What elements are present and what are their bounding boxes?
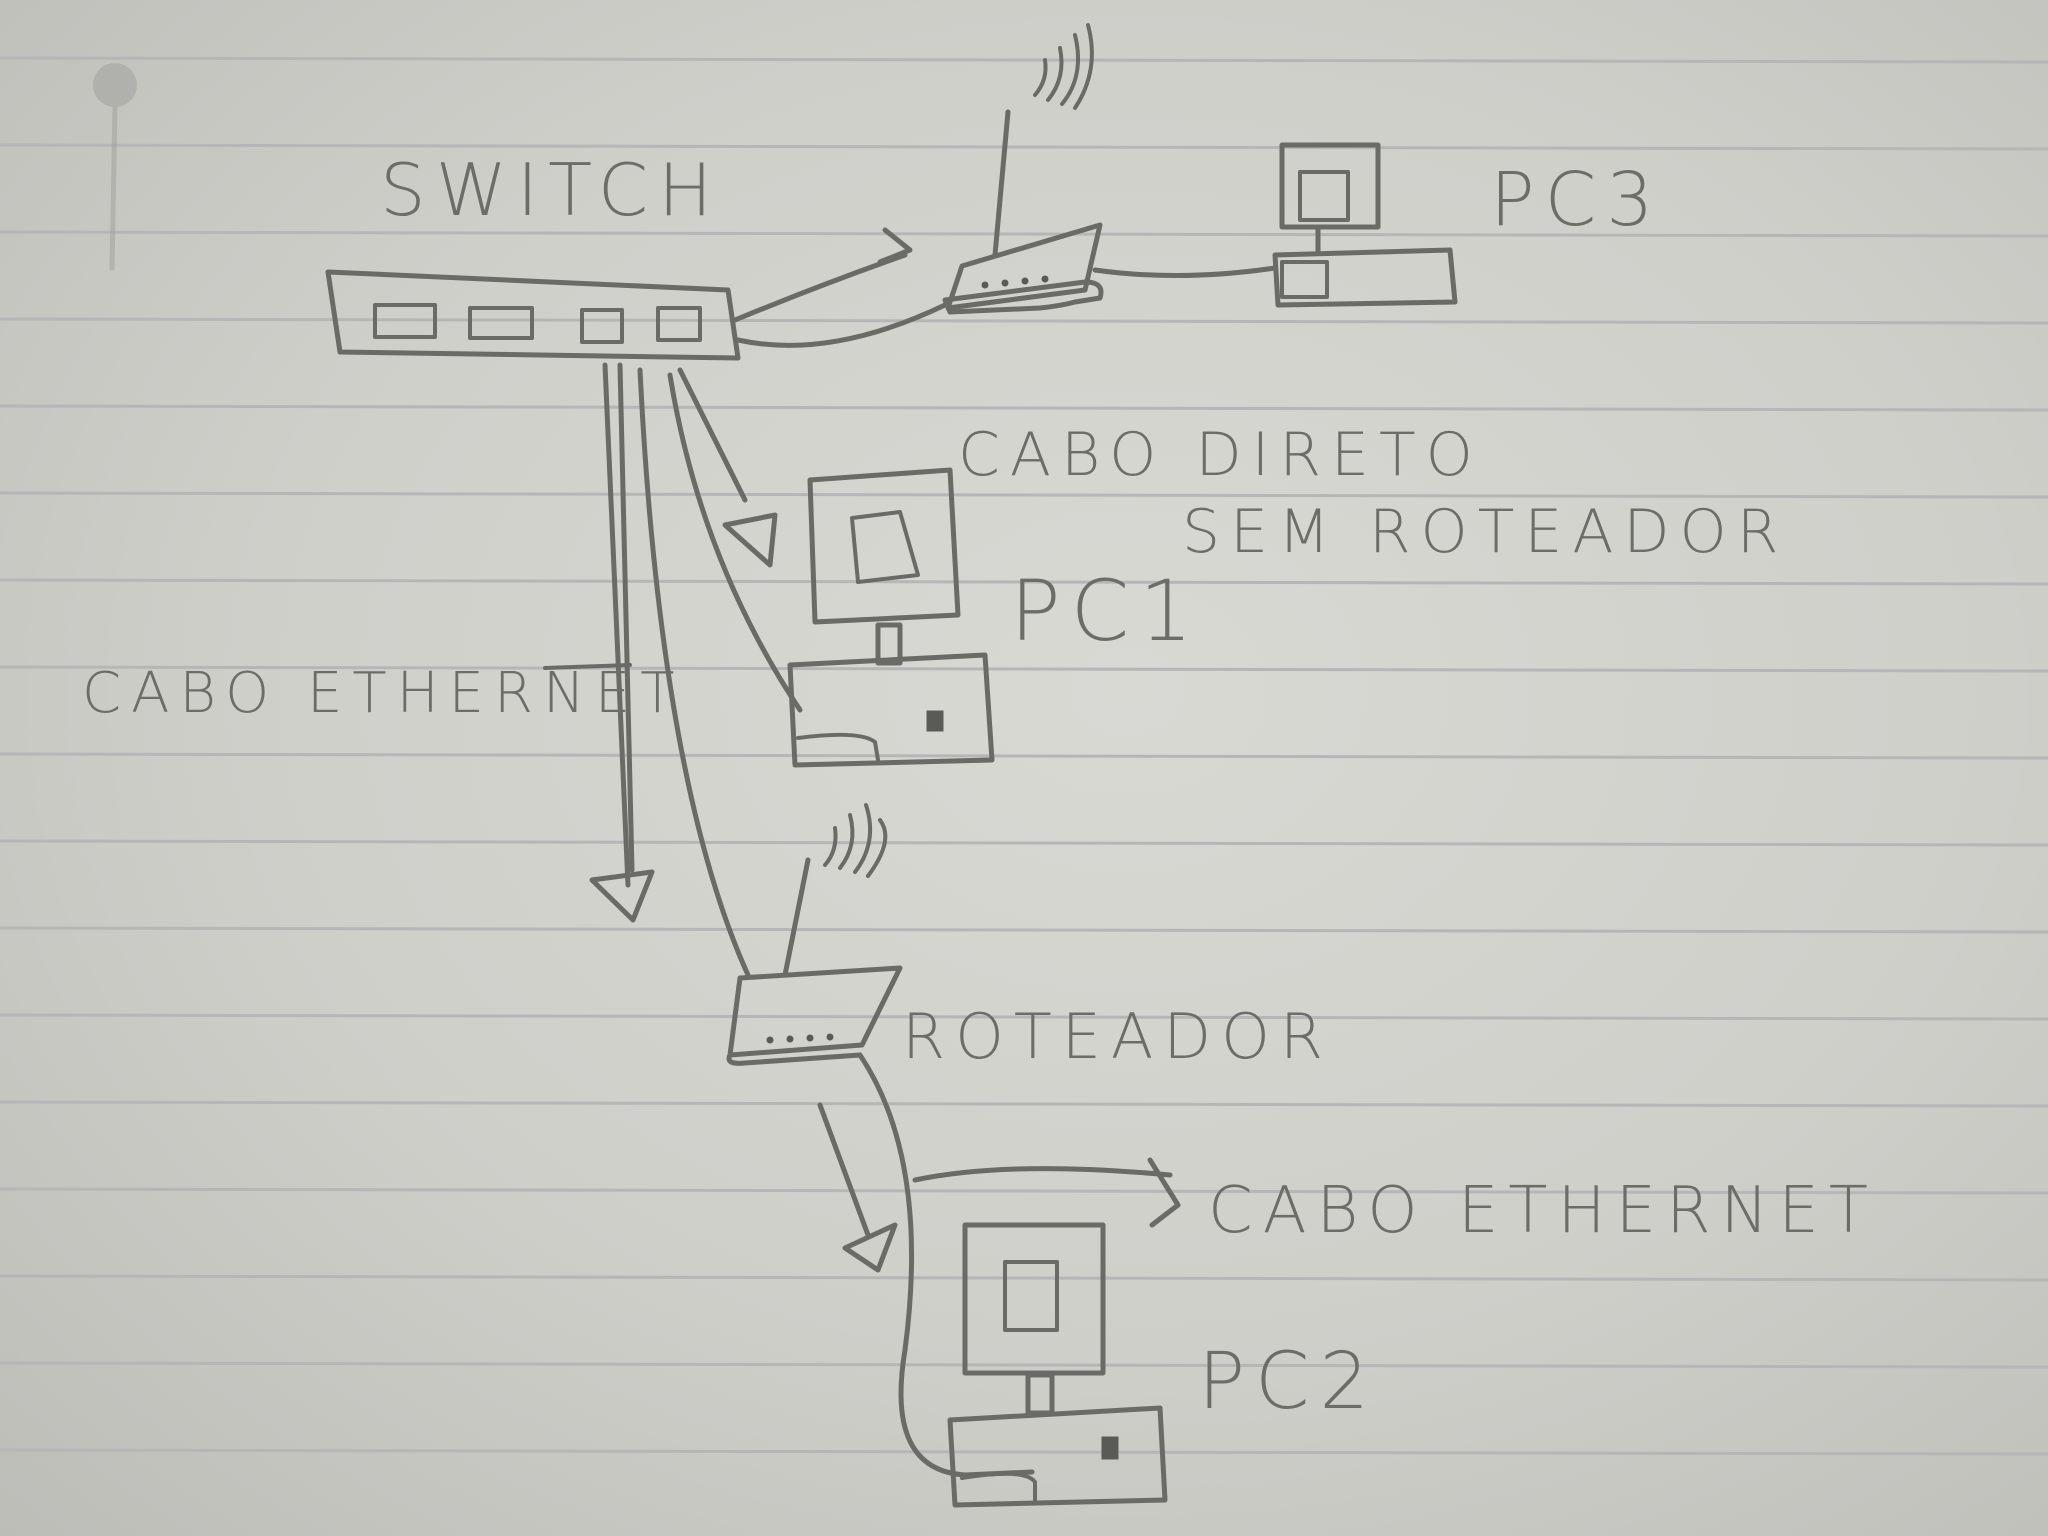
ruled-line xyxy=(0,56,2048,64)
switch-label: SWITCH xyxy=(380,148,722,232)
ruled-line xyxy=(0,230,2048,238)
ruled-line xyxy=(0,1361,2048,1369)
pc1-computer-icon xyxy=(787,467,995,768)
ethernet-cable-down xyxy=(543,362,751,978)
pc2-label: PC2 xyxy=(1198,1337,1379,1427)
ruled-line xyxy=(0,1448,2048,1456)
ruled-line xyxy=(0,926,2048,934)
router-label: ROTEADOR xyxy=(902,1000,1333,1073)
pc3-computer-icon xyxy=(1272,142,1458,308)
ruled-line xyxy=(0,404,2048,412)
ruled-lines xyxy=(0,56,2048,1456)
ethernet-cable-left-label: CABO ETHERNET xyxy=(82,661,684,726)
ruled-line xyxy=(0,491,2048,499)
ruled-line xyxy=(0,1187,2048,1195)
ruled-line xyxy=(0,839,2048,847)
ruled-line xyxy=(0,578,2048,586)
ruled-line xyxy=(0,143,2048,151)
ruled-line xyxy=(0,752,2048,760)
ruled-line xyxy=(0,1100,2048,1108)
ruled-line xyxy=(0,317,2048,325)
pc2-computer-icon xyxy=(947,1222,1168,1508)
direct-cable-label-line1: CABO DIRETO xyxy=(958,420,1483,490)
pc3-label: PC3 xyxy=(1490,157,1663,243)
switch-icon xyxy=(325,269,741,361)
bottom-router-icon xyxy=(726,803,903,1066)
top-router-icon xyxy=(942,23,1104,315)
ruled-line xyxy=(0,1013,2048,1021)
ethernet-cable-bottom-label: CABO ETHERNET xyxy=(1208,1174,1878,1248)
direct-cable-label-line2: SEM ROTEADOR xyxy=(1182,497,1788,567)
router-to-pc2-cable xyxy=(817,1052,1181,1478)
switch-to-router-cable xyxy=(732,227,1278,348)
direct-cable-to-pc1 xyxy=(667,367,803,713)
ruled-line xyxy=(0,665,2048,673)
ruled-line xyxy=(0,1274,2048,1282)
pencil-smudge xyxy=(93,63,137,271)
pc1-label: PC1 xyxy=(1010,562,1203,660)
